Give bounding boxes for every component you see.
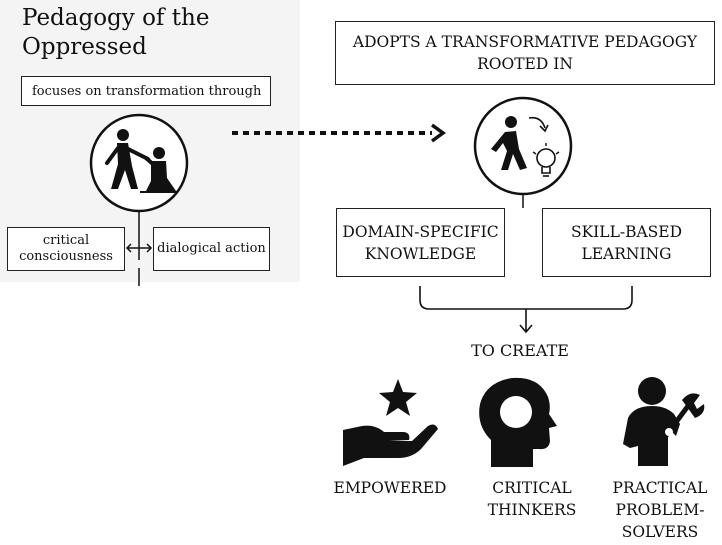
empowered-label: EMPOWERED xyxy=(333,479,447,497)
diagram-title: Pedagogy of the Oppressed xyxy=(22,5,210,60)
domain-specific-knowledge-label: DOMAIN-SPECIFIC KNOWLEDGE xyxy=(342,222,499,263)
critical-consciousness-label: critical consciousness xyxy=(19,233,113,264)
person-wrench-icon xyxy=(623,377,705,466)
critical-consciousness-box: critical consciousness xyxy=(7,227,125,271)
domain-specific-knowledge-box: DOMAIN-SPECIFIC KNOWLEDGE xyxy=(336,208,505,277)
head-profile-icon xyxy=(479,377,557,467)
critical-thinkers-label: CRITICAL THINKERS xyxy=(487,479,577,519)
focus-label: focuses on transformation through xyxy=(32,83,262,99)
focus-box: focuses on transformation through xyxy=(21,76,271,106)
hand-star-icon xyxy=(343,379,438,466)
bracket-connector xyxy=(419,286,633,334)
dotted-arrow xyxy=(232,123,446,143)
skill-based-learning-label: SKILL-BASED LEARNING xyxy=(570,222,683,263)
dialogical-action-label: dialogical action xyxy=(157,241,266,256)
adopts-pedagogy-box: ADOPTS A TRANSFORMATIVE PEDAGOGY ROOTED … xyxy=(335,21,715,85)
helping-hand-icon xyxy=(89,113,189,213)
adopts-pedagogy-label: ADOPTS A TRANSFORMATIVE PEDAGOGY ROOTED … xyxy=(352,33,698,73)
to-create-label: TO CREATE xyxy=(471,341,569,360)
skill-based-learning-box: SKILL-BASED LEARNING xyxy=(542,208,711,277)
practical-problem-solvers-label: PRACTICAL PROBLEM-SOLVERS xyxy=(612,479,708,541)
left-connectors xyxy=(125,211,153,286)
dialogical-action-box: dialogical action xyxy=(153,227,270,271)
walking-idea-icon xyxy=(473,96,573,196)
